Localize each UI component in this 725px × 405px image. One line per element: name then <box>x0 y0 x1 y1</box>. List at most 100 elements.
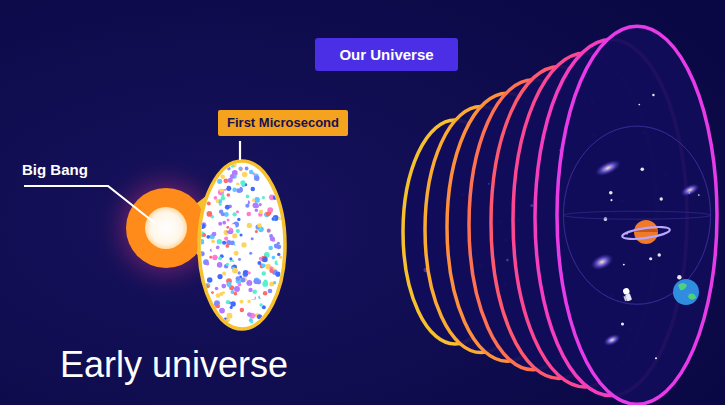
particle <box>207 212 211 216</box>
particle <box>259 203 262 206</box>
star <box>677 275 681 279</box>
particle <box>216 199 220 203</box>
particle <box>259 303 262 306</box>
particle <box>217 239 222 244</box>
star <box>658 253 661 256</box>
particle <box>235 241 240 246</box>
particle <box>247 312 251 316</box>
particle <box>272 217 276 221</box>
particle <box>277 260 282 265</box>
particle <box>240 308 244 312</box>
particle <box>245 167 249 171</box>
particle <box>219 308 225 314</box>
particle <box>245 204 249 208</box>
particle <box>279 256 282 259</box>
particle <box>227 313 233 319</box>
particle <box>225 244 229 248</box>
particle <box>212 232 217 237</box>
particle <box>262 196 265 199</box>
particle <box>238 258 241 261</box>
particle <box>236 276 241 281</box>
particle <box>278 217 281 220</box>
leader-line <box>239 141 241 160</box>
particle <box>246 255 249 258</box>
particle <box>237 271 240 274</box>
star <box>638 104 640 106</box>
particle <box>222 221 226 225</box>
particle <box>251 237 254 240</box>
particle <box>226 318 230 322</box>
particle <box>251 266 257 272</box>
box-label: First Microsecond <box>227 115 339 131</box>
particle <box>263 291 268 296</box>
particle <box>211 239 215 243</box>
particle <box>227 167 231 171</box>
earth-land <box>678 283 696 300</box>
particle <box>226 186 231 191</box>
particle <box>204 239 208 243</box>
particle <box>226 282 231 287</box>
particle <box>217 262 223 268</box>
planet-ring <box>622 225 671 242</box>
star <box>621 322 624 325</box>
particle <box>270 236 275 241</box>
particle <box>246 195 250 199</box>
particle <box>219 188 223 192</box>
grid-line <box>563 126 710 304</box>
particle <box>253 202 259 208</box>
particle <box>247 223 252 228</box>
box-label: Our Universe <box>339 45 434 64</box>
label-box: Our Universe <box>315 38 458 71</box>
particle <box>226 300 230 304</box>
particle <box>272 256 276 260</box>
astronaut <box>621 287 633 302</box>
star <box>488 183 490 185</box>
particle <box>234 292 238 296</box>
particle <box>257 223 262 228</box>
particle <box>273 281 276 284</box>
universe-ring <box>557 26 717 404</box>
particle <box>248 271 251 274</box>
star <box>506 259 509 262</box>
particle <box>207 277 212 282</box>
particle <box>234 286 240 292</box>
particle <box>247 300 250 303</box>
particle <box>222 184 227 189</box>
particle <box>209 256 212 259</box>
particle <box>252 199 255 202</box>
particle <box>205 283 210 288</box>
particle <box>230 164 234 168</box>
particle <box>221 284 226 289</box>
particle <box>219 247 222 250</box>
particle <box>268 246 273 251</box>
particle <box>254 175 260 181</box>
particle <box>255 205 258 208</box>
microsecond-ellipse <box>199 161 285 329</box>
particle <box>203 259 209 265</box>
leader-line <box>24 186 156 224</box>
callout-label: Big Bang <box>22 161 88 178</box>
particle <box>229 257 232 260</box>
particle <box>257 314 262 319</box>
galaxy <box>588 251 616 274</box>
particle <box>223 178 228 183</box>
particle <box>267 229 271 233</box>
particle <box>230 261 234 265</box>
particle <box>230 174 235 179</box>
particle <box>272 217 275 220</box>
particle <box>257 261 261 265</box>
star <box>623 264 625 266</box>
big-bang-core <box>145 207 187 249</box>
planet <box>634 220 658 244</box>
particle <box>240 234 243 237</box>
particle <box>224 237 228 241</box>
particle <box>250 294 255 299</box>
particle <box>248 268 251 271</box>
particle <box>199 251 204 256</box>
particle <box>222 241 226 245</box>
particle <box>277 242 280 245</box>
particle <box>250 257 253 260</box>
particle <box>233 212 237 216</box>
particle <box>199 239 205 245</box>
